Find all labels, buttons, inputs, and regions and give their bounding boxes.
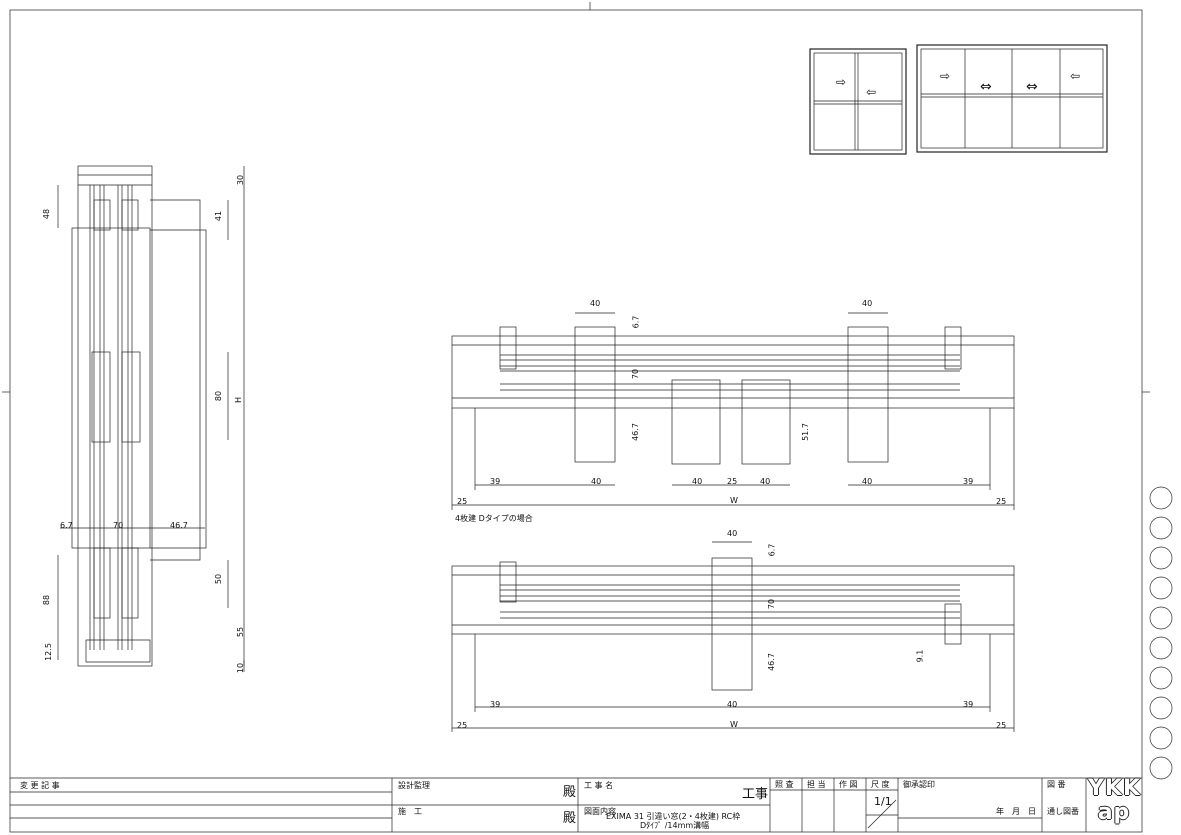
dim-80: 80 xyxy=(214,390,224,402)
drawing-type: 通し図番 xyxy=(1047,807,1079,816)
project-suffix: 工事 xyxy=(742,787,769,802)
charge-label: 担 当 xyxy=(807,780,826,789)
contents-line-1: EXIMA 31 引違い窓(2・4枚建) RC枠 xyxy=(606,812,741,821)
window-sketch-2-panel xyxy=(809,48,907,155)
year-month-day: 年 月 日 xyxy=(996,807,1036,816)
dim-12-5: 12.5 xyxy=(43,643,53,661)
dim-6-7: 6.7 xyxy=(60,521,73,530)
window-sketch-4-panel xyxy=(916,44,1108,153)
supervision-label: 設計監理 xyxy=(398,781,430,790)
contents-line-2: Dﾀｲﾌﾟ /14mm溝幅 xyxy=(640,821,710,830)
p2-dim-70: 70 xyxy=(767,598,777,610)
p2-dim-46-7: 46.7 xyxy=(766,653,776,671)
dim-46-7: 46.7 xyxy=(170,521,188,530)
dim-H: H xyxy=(234,396,244,404)
construction-label: 施 工 xyxy=(398,807,422,816)
p2-dim-39-right: 39 xyxy=(963,700,974,709)
sheet-border xyxy=(9,9,1143,833)
p2-dim-40: 40 xyxy=(727,700,738,709)
arrow-left-icon: ⇦ xyxy=(866,85,877,99)
arrow-right-icon: ⇨ xyxy=(940,69,951,83)
p1-dim-6-7: 6.7 xyxy=(631,315,641,329)
plan-section-2-panel xyxy=(451,541,1015,732)
p1-dim-40-d: 40 xyxy=(862,477,873,486)
p1-dim-70: 70 xyxy=(631,368,641,380)
scale-value: 1/1 xyxy=(874,795,892,808)
logo-top: YKK xyxy=(1088,776,1142,801)
p1-dim-25-left: 25 xyxy=(457,497,468,506)
p2-dim-9-1: 9.1 xyxy=(915,649,925,663)
dim-70: 70 xyxy=(113,521,124,530)
p1-top-40-left: 40 xyxy=(590,299,601,308)
dim-48: 48 xyxy=(42,208,52,220)
p2-dim-39-left: 39 xyxy=(490,700,501,709)
dim-50: 50 xyxy=(214,573,224,585)
p2-dim-25-left: 25 xyxy=(457,721,468,730)
p1-dim-W: W xyxy=(730,496,738,505)
p1-dim-25: 25 xyxy=(727,477,738,486)
company-logo: YKK ap xyxy=(1088,777,1140,829)
p1-dim-40-b: 40 xyxy=(692,477,703,486)
arrow-both-icon: ⇔ xyxy=(1026,79,1038,95)
p2-dim-W: W xyxy=(730,720,738,729)
change-record-label: 変 更 記 事 xyxy=(20,781,60,790)
p1-top-40-right: 40 xyxy=(862,299,873,308)
drafted-label: 作 図 xyxy=(839,780,858,789)
title-block-grid xyxy=(10,777,1142,832)
dim-55: 55 xyxy=(236,626,246,638)
dim-10: 10 xyxy=(236,662,246,674)
p1-dim-25-right: 25 xyxy=(996,497,1007,506)
right-circles xyxy=(1149,486,1173,780)
p1-dim-39-left: 39 xyxy=(490,477,501,486)
arrow-left-icon: ⇦ xyxy=(1070,69,1081,83)
scale-label: 尺 度 xyxy=(871,780,890,789)
contents-label: 図面内容 xyxy=(584,807,616,816)
dim-30: 30 xyxy=(236,174,246,186)
dono-2: 殿 xyxy=(563,811,577,826)
dim-41: 41 xyxy=(214,210,224,222)
check-label: 照 査 xyxy=(775,780,794,789)
approval-label: 御承認印 xyxy=(903,780,935,789)
p2-dim-25-right: 25 xyxy=(996,721,1007,730)
drawing-no-label: 図 番 xyxy=(1047,780,1066,789)
p1-dim-40-c: 40 xyxy=(760,477,771,486)
dim-88: 88 xyxy=(42,594,52,606)
arrow-right-icon: ⇨ xyxy=(836,75,847,89)
p2-dim-6-7: 6.7 xyxy=(767,543,777,557)
p1-dim-40-a: 40 xyxy=(591,477,602,486)
plan-section-4-panel xyxy=(451,312,1015,510)
project-name-label: 工 事 名 xyxy=(584,781,614,790)
p1-dim-51-7: 51.7 xyxy=(800,423,810,441)
vertical-section xyxy=(57,165,245,672)
arrow-both-icon: ⇔ xyxy=(980,79,992,95)
p1-caption: 4枚建 Dタイプの場合 xyxy=(455,514,533,523)
logo-bottom: ap xyxy=(1097,800,1131,825)
p2-top-40: 40 xyxy=(727,529,738,538)
dono-1: 殿 xyxy=(563,785,577,800)
p1-dim-39-right: 39 xyxy=(963,477,974,486)
p1-dim-46-7: 46.7 xyxy=(630,423,640,441)
